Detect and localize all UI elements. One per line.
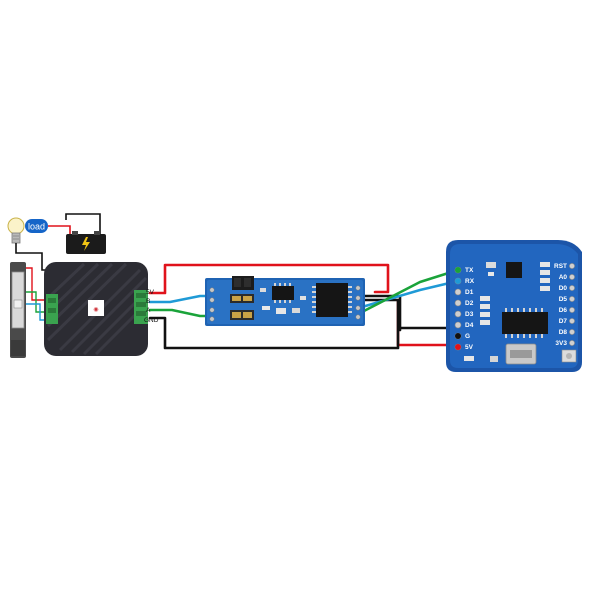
wemos-pin-rx: RX: [465, 278, 475, 285]
battery-icon: [66, 231, 106, 254]
rs485-chip-2: [316, 283, 348, 317]
meter-pin-b: B: [146, 298, 150, 305]
current-sensor-clamp: [10, 262, 26, 358]
wemos-pin-3v3: 3V3: [555, 340, 567, 347]
wemos-pin-d6: D6: [559, 307, 568, 314]
wemos-pin-d2: D2: [465, 300, 474, 307]
wire-a-green: [148, 308, 212, 318]
wemos-pin-d1: D1: [465, 289, 474, 296]
wemos-pin-rst: RST: [554, 263, 567, 270]
energy-meter: ◉ 5V B A GND: [44, 262, 159, 356]
svg-text:◉: ◉: [93, 307, 98, 313]
meter-logo-label: [88, 300, 104, 316]
wemos-pin-tx: TX: [465, 267, 474, 274]
meter-pin-a: A: [146, 307, 151, 314]
rs485-chip-1: [272, 286, 294, 300]
wire-b-blue: [148, 294, 212, 304]
wire-gnd-black: [148, 298, 400, 350]
wemos-pin-d7: D7: [559, 318, 568, 325]
meter-pin-5v: 5V: [146, 289, 155, 296]
wemos-usb-serial-chip: [502, 312, 548, 334]
rs485-module: [205, 276, 365, 326]
wemos-pin-g: G: [465, 333, 470, 340]
wemos-regulator: [506, 262, 522, 278]
meter-pin-gnd: GND: [144, 317, 159, 324]
load-label: load: [28, 222, 45, 232]
wemos-pin-d4: D4: [465, 322, 474, 329]
light-bulb-icon: [7, 217, 25, 244]
wemos-pin-5v: 5V: [465, 344, 474, 351]
wemos-pin-d5: D5: [559, 296, 568, 303]
wemos-pin-d0: D0: [559, 285, 568, 292]
wire-a-green-2: [360, 268, 460, 314]
wemos-pin-d8: D8: [559, 329, 568, 336]
wires: [148, 263, 460, 350]
wemos-pin-a0: A0: [559, 274, 568, 281]
load-badge: [25, 219, 48, 233]
wemos-d1-mini-board: TX RX D1 D2 D3 D4 G 5V RST A0 D0 D5 D6 D…: [446, 240, 582, 372]
wire-5v-red: [148, 263, 390, 295]
wemos-pin-d3: D3: [465, 311, 474, 318]
load-circuit: load: [7, 213, 106, 358]
